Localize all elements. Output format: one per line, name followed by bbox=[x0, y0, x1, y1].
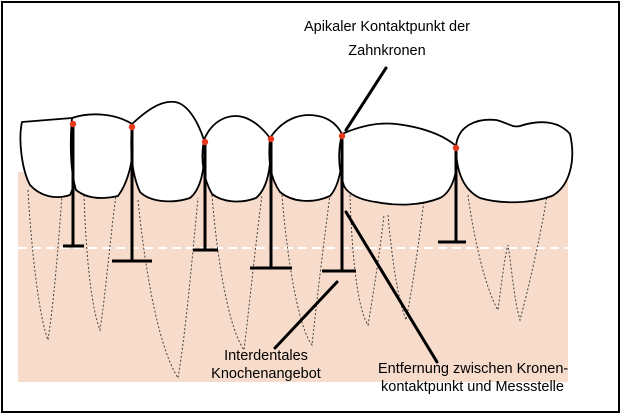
crown-5 bbox=[269, 115, 342, 201]
contact-point-3 bbox=[202, 139, 208, 145]
contact-point-1 bbox=[70, 121, 76, 127]
label-apical-contact: Apikaler Kontaktpunkt der Zahnkronen bbox=[262, 18, 512, 60]
label-interdental-line1: Interdentales bbox=[196, 347, 336, 365]
label-interdental: Interdentales Knochenangebot bbox=[196, 347, 336, 383]
contact-point-4 bbox=[268, 136, 274, 142]
contact-point-6 bbox=[453, 145, 459, 151]
crown-3 bbox=[131, 102, 204, 202]
crown-7 bbox=[456, 120, 572, 203]
crown-4 bbox=[202, 116, 270, 201]
label-distance-line2: kontaktpunkt und Messstelle bbox=[378, 378, 568, 396]
label-apical-contact-line1: Apikaler Kontaktpunkt der bbox=[262, 18, 512, 36]
label-distance: Entfernung zwischen Kronen- kontaktpunkt… bbox=[378, 360, 568, 396]
label-apical-contact-line2: Zahnkronen bbox=[262, 42, 512, 60]
contact-point-5 bbox=[339, 133, 345, 139]
crown-6 bbox=[339, 123, 457, 204]
crown-2 bbox=[71, 114, 133, 198]
label-distance-line1: Entfernung zwischen Kronen- bbox=[378, 360, 568, 378]
contact-point-2 bbox=[129, 124, 135, 130]
label-interdental-line2: Knochenangebot bbox=[196, 365, 336, 383]
